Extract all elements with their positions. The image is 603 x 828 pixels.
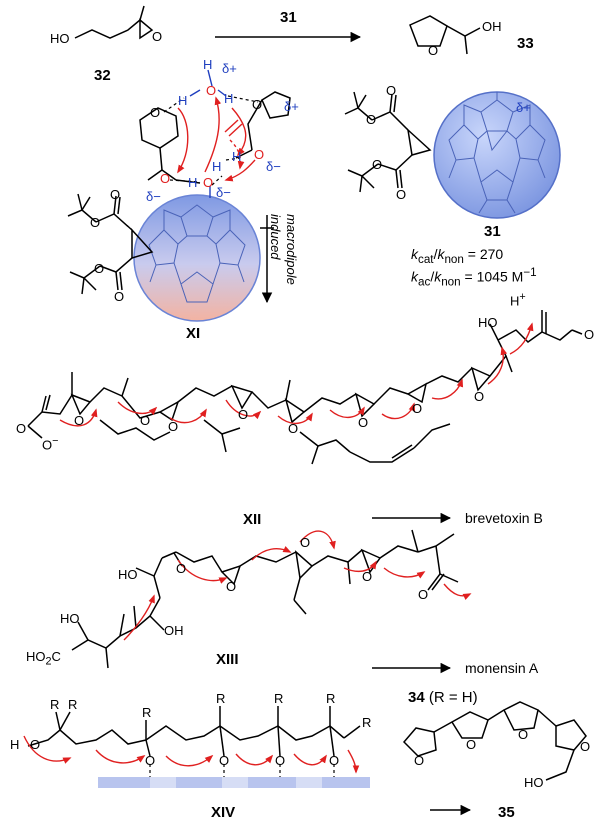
atom-O-XIII-1: O bbox=[226, 579, 237, 594]
atom-H-ts: H bbox=[188, 175, 198, 190]
delta-minus-ts-left: δ− bbox=[146, 189, 161, 204]
compound-32-structure bbox=[74, 5, 154, 40]
delta-minus-hydroxide: δ− bbox=[266, 159, 281, 174]
atom-O-35-3: O bbox=[518, 727, 529, 742]
atom-O-XII-2: O bbox=[140, 413, 151, 428]
atom-O-XII-6: O bbox=[358, 415, 369, 430]
label-34-note: (R = H) bbox=[428, 689, 478, 706]
atom-O-XIV-2: O bbox=[219, 753, 230, 768]
atom-O-31-d: O bbox=[396, 187, 407, 202]
atom-O-XIV-start: O bbox=[30, 737, 41, 752]
atom-O-XIV-4: O bbox=[329, 753, 340, 768]
atom-O-XIII-3: O bbox=[362, 569, 373, 584]
atom-O-water: O bbox=[206, 83, 217, 98]
macrodipole-label-line2: macrodipole bbox=[284, 214, 299, 285]
atom-HO2C-XIII: HO2C bbox=[26, 649, 61, 668]
atom-O-35-1: O bbox=[414, 753, 425, 768]
atom-HO-XIII-left: HO bbox=[60, 611, 80, 626]
label-34-number: 34 bbox=[408, 689, 425, 706]
polyepoxide-XIII bbox=[71, 529, 472, 669]
rate-kcat-knon: kcat/knon = 270 bbox=[411, 246, 504, 266]
atom-HO-XIII-top: HO bbox=[118, 567, 138, 582]
atom-O-minus-carboxylate: O− bbox=[42, 435, 59, 453]
delta-minus-ts-right: δ− bbox=[216, 185, 231, 200]
macrodipole-arrow bbox=[260, 215, 274, 304]
atom-O-XII-7: O bbox=[412, 401, 423, 416]
atom-O-31-c: O bbox=[372, 157, 383, 172]
delta-plus-water: δ+ bbox=[222, 61, 237, 76]
label-35: 35 bbox=[498, 804, 515, 821]
label-33: 33 bbox=[517, 35, 534, 52]
atom-O-XII-5: O bbox=[288, 421, 299, 436]
atom-H-XIV: H bbox=[10, 737, 20, 752]
label-34: 34 (R = H) bbox=[408, 690, 478, 705]
atom-O-carboxylate: O bbox=[16, 421, 27, 436]
atom-O-ts-right: O bbox=[203, 175, 214, 190]
delta-plus-31: δ+ bbox=[516, 100, 531, 115]
fullerene-31 bbox=[433, 91, 561, 219]
atom-O-XI-c: O bbox=[94, 261, 105, 276]
transition-state-XI bbox=[67, 69, 291, 322]
atom-R-XIV-1: R bbox=[50, 697, 60, 712]
atom-O-31-b: O bbox=[366, 112, 377, 127]
atom-H-water-right: H bbox=[224, 91, 234, 106]
atom-R-XIV-3: R bbox=[142, 705, 152, 720]
rate-kac-knon: kac/knon = 1045 M−1 bbox=[411, 266, 537, 289]
atom-O-hydroxide: O bbox=[254, 147, 265, 162]
atom-O-ketone-XIII-end: O bbox=[418, 587, 429, 602]
atom-HO-32: HO bbox=[50, 31, 70, 46]
atom-O-aldehyde: O bbox=[584, 327, 595, 342]
atom-OH-33: OH bbox=[482, 19, 502, 34]
atom-H-water: H bbox=[203, 57, 213, 72]
atom-R-XIV-2: R bbox=[68, 697, 78, 712]
atom-O-XI-a: O bbox=[110, 187, 121, 202]
compound-35-structure bbox=[402, 701, 587, 781]
atom-H-ts-right: H bbox=[212, 159, 222, 174]
atom-O-XIII-2: O bbox=[300, 535, 311, 550]
atom-O-XII-4: O bbox=[238, 407, 249, 422]
atom-OH-XIII: OH bbox=[164, 623, 184, 638]
template-XIV bbox=[23, 706, 370, 788]
catalyst-31-structure bbox=[344, 91, 561, 219]
atom-O-XI-b: O bbox=[90, 215, 101, 230]
label-32: 32 bbox=[94, 67, 111, 84]
atom-O-ketone-XIII: O bbox=[176, 561, 187, 576]
compound-33-structure bbox=[409, 15, 481, 55]
atom-O-ts-left: O bbox=[160, 171, 171, 186]
atom-O-32: O bbox=[152, 29, 163, 44]
atom-R-XIV-4: R bbox=[216, 691, 226, 706]
label-XIII: XIII bbox=[216, 651, 239, 668]
atom-H-plus-XII: H+ bbox=[510, 291, 526, 309]
atom-O-XI-d: O bbox=[114, 289, 125, 304]
label-XI: XI bbox=[186, 325, 201, 342]
atom-O-33: O bbox=[428, 43, 439, 58]
label-31-over-arrow: 31 bbox=[280, 9, 297, 26]
polyepoxide-XII bbox=[27, 310, 583, 465]
atom-HO-XII: HO bbox=[478, 315, 498, 330]
atom-O-XII-1: O bbox=[74, 413, 85, 428]
atom-O-XIV-1: O bbox=[145, 753, 156, 768]
atom-R-XIV-5: R bbox=[274, 691, 284, 706]
atom-O-XIV-3: O bbox=[275, 753, 286, 768]
atom-O-pyran: O bbox=[150, 105, 161, 120]
macrodipole-label: induced bbox=[268, 214, 283, 260]
atom-HO-35: HO bbox=[524, 775, 544, 790]
atom-O-thf: O bbox=[252, 97, 263, 112]
atom-O-35-4: O bbox=[580, 739, 591, 754]
product-monensin-a: monensin A bbox=[465, 660, 539, 676]
atom-R-XIV-6: R bbox=[326, 691, 336, 706]
atom-O-XII-3: O bbox=[168, 419, 179, 434]
delta-plus-thf: δ+ bbox=[284, 99, 299, 114]
label-31: 31 bbox=[484, 223, 501, 240]
atom-O-31-a: O bbox=[386, 83, 397, 98]
atom-H-water-left: H bbox=[178, 93, 188, 108]
product-brevetoxin-b: brevetoxin B bbox=[465, 510, 543, 526]
label-XII: XII bbox=[243, 511, 262, 528]
label-XIV: XIV bbox=[211, 804, 236, 821]
atom-O-XII-8: O bbox=[474, 389, 485, 404]
atom-O-35-2: O bbox=[466, 737, 477, 752]
atom-H-hydroxide: H bbox=[232, 149, 242, 164]
atom-R-XIV-7: R bbox=[362, 715, 372, 730]
